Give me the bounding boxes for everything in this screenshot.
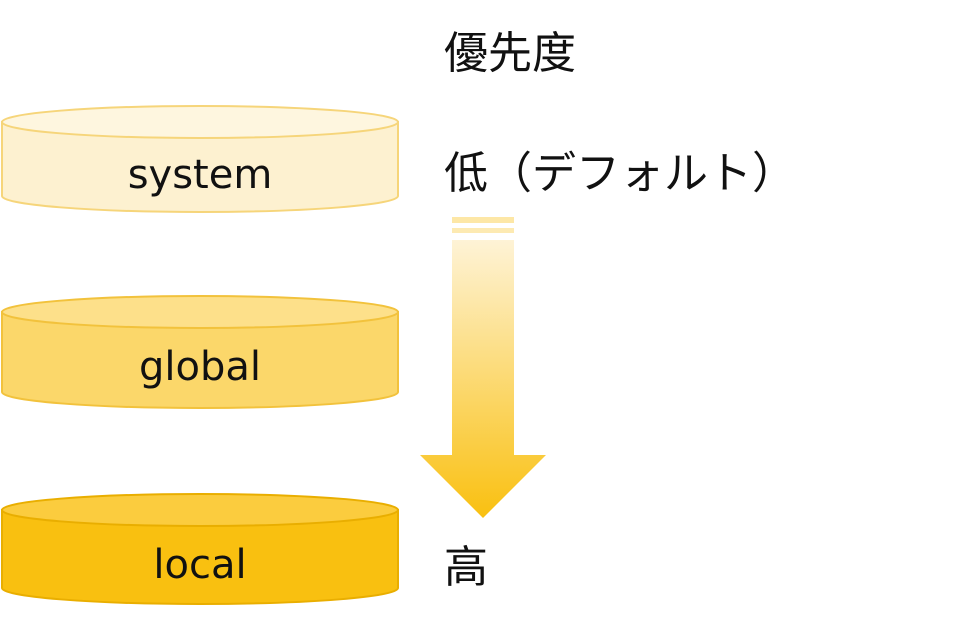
- priority-high-label: 高: [444, 542, 488, 593]
- layer-local-body: [1, 509, 399, 605]
- layer-local: local: [1, 493, 399, 605]
- priority-arrow: [420, 217, 546, 518]
- layer-global-body: [1, 311, 399, 409]
- priority-arrow-cap-stripe-2: [452, 228, 514, 233]
- layer-local-top: [1, 493, 399, 527]
- layer-system-body: [1, 121, 399, 213]
- layer-system: system: [1, 105, 399, 213]
- layer-system-top: [1, 105, 399, 139]
- priority-arrow-cap-stripe: [452, 217, 514, 223]
- layer-global-label: global: [139, 344, 261, 390]
- layer-system-label: system: [128, 152, 273, 198]
- layer-local-label: local: [153, 542, 246, 588]
- layer-global: global: [1, 295, 399, 409]
- priority-heading: 優先度: [444, 28, 576, 79]
- priority-arrow-shaft: [420, 240, 546, 518]
- layer-global-top: [1, 295, 399, 329]
- priority-low-label: 低（デフォルト）: [444, 148, 796, 199]
